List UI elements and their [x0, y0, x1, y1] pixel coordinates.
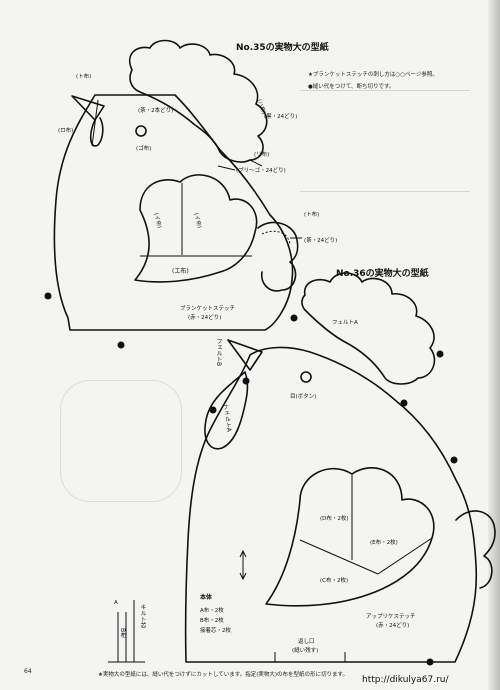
hen36-wing-divide-a	[299, 539, 379, 575]
hen35-beak	[71, 95, 105, 121]
hen35-leader-2	[217, 165, 236, 171]
pattern36-hen	[108, 272, 496, 666]
hen35-comb-line	[91, 99, 99, 147]
hen36-wattle	[204, 371, 249, 450]
hen36-dot-bottom	[242, 377, 250, 385]
hen36-wing-divide-c	[377, 537, 433, 575]
hen35-body-outline	[53, 94, 294, 331]
hen36-dot-foot	[426, 658, 434, 666]
hen36-label-eye: 目(ボタン)	[290, 394, 317, 400]
side-label-b: B布	[119, 628, 126, 639]
hen36-opening: 返し口	[298, 639, 315, 645]
watermark-url: http://dikulya67.ru/	[362, 675, 449, 685]
hen36-body-outline	[184, 346, 478, 663]
hen35-label-tail-mid: (ト布)	[304, 212, 320, 218]
hen35-tail	[257, 221, 299, 292]
hen35-label-crest-thread: (黒・24どり)	[264, 114, 298, 120]
hen36-label-wing-d: (D布・2枚)	[320, 516, 349, 522]
hen35-label-blanket: ブランケットステッチ	[180, 306, 236, 312]
hen36-label-blanket-thread: (赤・24どり)	[376, 623, 410, 629]
hen36-eye	[300, 371, 312, 383]
pattern35-title: No.35の実物大の型紙	[236, 43, 329, 53]
hen35-wing-heart	[134, 174, 258, 283]
hen35-leader-1	[249, 159, 263, 167]
hen36-body-title: 本体	[200, 594, 213, 601]
footer-note: ★実物大の型紙には、縫い代をつけずにカットしています。指定(実物大)の布を型紙の…	[98, 672, 348, 678]
hen35-label-tail-stitch: (ブリ～ゴ・24どり)	[236, 168, 286, 174]
hen35-label-wattle: (ロ布)	[58, 128, 74, 134]
hen35-label-tail-mid-thread: (茶・24どり)	[304, 238, 338, 244]
hen36-grain-arrow-head-top	[239, 549, 247, 558]
pattern35-hen	[44, 39, 302, 349]
note-line-2: ●縫い代をつけて、断ち切りです。	[308, 84, 395, 90]
hen36-body-b: B布・2枚	[200, 618, 224, 624]
hen36-opening-note: (縫い残す)	[292, 648, 319, 654]
hen35-label-body: (エ布)	[172, 268, 189, 275]
hen36-label-felt-top: フェルトA	[332, 320, 358, 326]
reverse-side-bleed-2	[60, 380, 182, 502]
hen36-label-blanket: アップリケステッチ	[366, 614, 416, 620]
hen35-dot-bottom	[117, 341, 125, 349]
hen36-crest	[301, 272, 436, 385]
hen35-eye	[135, 125, 147, 137]
hen35-label-tail-top: (リ布)	[254, 152, 270, 158]
hen35-dot-left	[44, 292, 52, 300]
hen35-wattle	[89, 117, 104, 147]
hen36-wing-heart	[265, 466, 435, 607]
hen36-grain-arrow-head-bot	[239, 572, 247, 581]
hen35-label-eye: (ゴ布)	[136, 146, 152, 152]
hen36-opening-mark	[274, 652, 346, 662]
hen35-label-comb-thread: (茶・2本どり)	[138, 108, 174, 114]
hen36-body-a: A布・2枚	[200, 608, 224, 614]
hen35-dot-right	[290, 314, 298, 322]
page-number: 64	[24, 668, 32, 675]
side-label-a: A	[114, 600, 118, 606]
hen36-label-wing-c: (C布・2枚)	[320, 578, 349, 584]
hen36-label-felt-left-top: フェルトB	[215, 338, 222, 367]
reverse-side-bleed	[300, 90, 470, 192]
note-line-1: ★ブランケットステッチの刺し方は○○ページ参照。	[308, 72, 438, 78]
hen36-label-wing-e: (E布・2枚)	[370, 540, 398, 546]
hen36-dot-left	[209, 406, 217, 414]
hen35-label-blanket-thread: (赤・24どり)	[188, 315, 222, 321]
hen36-dot-wing	[450, 456, 458, 464]
hen35-label-comb: (ト布)	[76, 74, 92, 80]
hen36-dot-right	[400, 399, 408, 407]
hen35-crest	[128, 39, 268, 163]
hen36-tail	[455, 510, 496, 589]
hen36-dot-crest	[436, 350, 444, 358]
hen36-beak	[227, 339, 263, 371]
pattern36-title: No.36の実物大の型紙	[336, 269, 429, 279]
side-label: キルト芯	[139, 604, 146, 628]
hen36-body-lining: 接着芯・2枚	[200, 628, 231, 634]
